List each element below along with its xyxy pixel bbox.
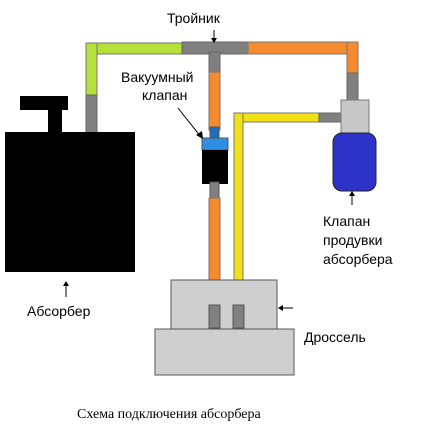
label-arrows bbox=[63, 30, 355, 311]
hose-tee-to-vacuum-valve bbox=[208, 71, 221, 131]
hose-throttle-to-purge-valve bbox=[233, 112, 348, 309]
throttle-label: Дроссель bbox=[304, 329, 366, 345]
vacuum-valve bbox=[201, 126, 229, 201]
purge-valve bbox=[332, 72, 377, 192]
purge-valve-label-line3: абсорбера bbox=[323, 251, 393, 267]
hose-tee-to-purge-valve bbox=[247, 41, 359, 75]
vacuum-valve-label-line2: клапан bbox=[142, 87, 187, 103]
purge-valve-label-line2: продувки bbox=[323, 232, 382, 248]
absorber-canister bbox=[5, 96, 135, 272]
absorber-label: Абсорбер bbox=[27, 303, 91, 319]
vacuum-valve-label-line1: Вакуумный bbox=[121, 69, 194, 85]
purge-valve-label-line1: Клапан bbox=[323, 213, 370, 229]
diagram-caption: Схема подключения абсорбера bbox=[77, 407, 261, 422]
tee-fitting bbox=[181, 41, 249, 75]
tee-label: Тройник bbox=[167, 10, 221, 26]
arrow-vacuum-valve bbox=[177, 107, 202, 138]
throttle-body bbox=[154, 279, 295, 376]
